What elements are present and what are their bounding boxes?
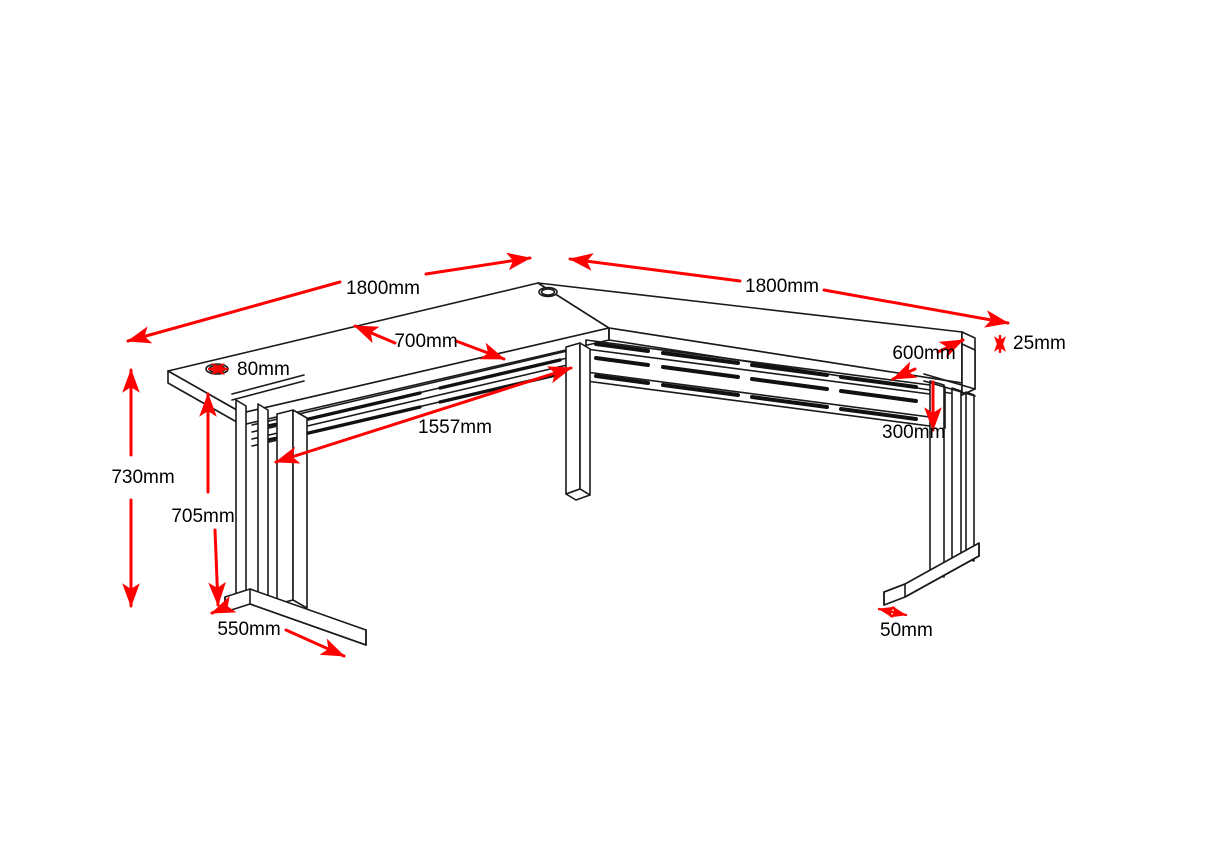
dim-label-left-top-length: 1800mm xyxy=(346,278,420,299)
dim-label-overall-height: 730mm xyxy=(111,467,174,488)
dim-label-modesty-width: 1557mm xyxy=(418,417,492,438)
dim-left-top-depth xyxy=(353,324,506,361)
modesty-panel-right xyxy=(585,339,946,429)
dim-foot-depth xyxy=(210,596,346,658)
square-post-leg-center xyxy=(565,342,591,501)
dim-label-right-top-length: 1800mm xyxy=(745,276,819,297)
cantilever-leg-left xyxy=(224,374,367,646)
dim-left-top-length xyxy=(126,252,532,344)
dim-modesty-width xyxy=(274,366,573,464)
dimension-annotations xyxy=(122,252,1010,658)
dim-label-foot-width: 50mm xyxy=(880,620,933,641)
dim-label-grommet-diameter: 80mm xyxy=(237,359,290,380)
dim-label-modesty-height: 300mm xyxy=(882,422,945,443)
left-worktop xyxy=(167,282,610,426)
dim-label-top-thickness: 25mm xyxy=(1013,333,1066,354)
dim-right-top-depth xyxy=(891,338,965,381)
dim-foot-width xyxy=(877,605,908,619)
dimension-labels: 1800mm 1800mm 700mm 600mm 80mm 25mm 300m… xyxy=(111,276,1065,641)
dim-label-right-top-depth: 600mm xyxy=(892,343,955,364)
dim-label-left-top-depth: 700mm xyxy=(394,331,457,352)
dim-right-top-length xyxy=(568,253,1010,328)
desk-geometry xyxy=(167,282,980,646)
cable-grommet-far-inner xyxy=(540,288,556,296)
dim-underside-height xyxy=(199,392,226,607)
dim-label-underside-height: 705mm xyxy=(171,506,234,527)
dim-label-foot-depth: 550mm xyxy=(217,619,280,640)
